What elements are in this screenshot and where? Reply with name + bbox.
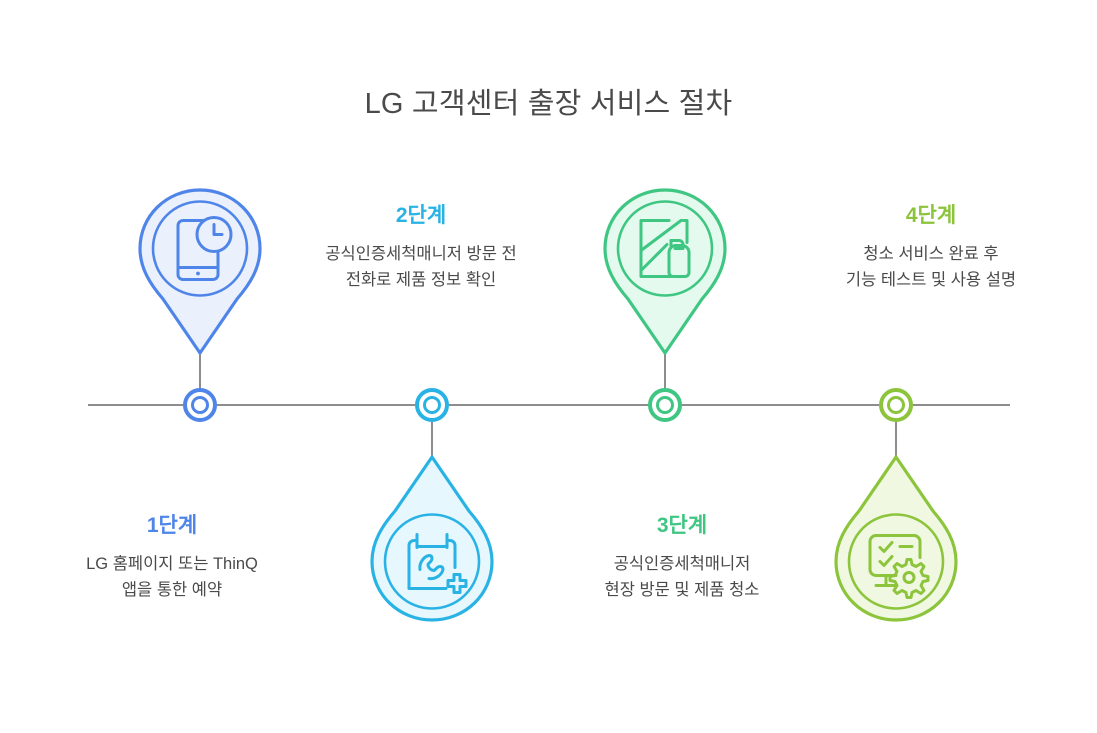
pin-inner-ring-4 <box>847 513 945 610</box>
step-text-2: 2단계 공식인증세척매니저 방문 전 전화로 제품 정보 확인 <box>291 203 551 293</box>
step-desc-line-2a: 공식인증세척매니저 방문 전 <box>325 245 517 264</box>
stem-step-1 <box>199 348 201 406</box>
pin-step-2 <box>367 449 497 625</box>
step-desc-line-4a: 청소 서비스 완료 후 <box>863 245 999 264</box>
timeline-node-inner-2 <box>423 396 441 414</box>
smartphone-clock-icon <box>176 216 233 281</box>
pin-inner-ring-1 <box>151 200 249 297</box>
pin-outline-4 <box>834 455 958 622</box>
step-label-2: 2단계 <box>395 204 447 227</box>
pin-inner-ring-3 <box>616 200 714 297</box>
step-description-1: LG 홈페이지 또는 ThinQ 앱을 통한 예약 <box>42 552 302 603</box>
step-text-3: 3단계 공식인증세척매니저 현장 방문 및 제품 청소 <box>552 513 812 603</box>
timeline-node-inner-1 <box>191 396 209 414</box>
step-desc-line-3b: 현장 방문 및 제품 청소 <box>604 580 760 599</box>
step-desc-line-2b: 전화로 제품 정보 확인 <box>345 270 497 289</box>
step-description-2: 공식인증세척매니저 방문 전 전화로 제품 정보 확인 <box>291 242 551 293</box>
step-desc-line-1a: LG 홈페이지 또는 ThinQ <box>86 555 258 574</box>
step-label-1: 1단계 <box>146 514 198 537</box>
window-spray-bottle-icon <box>639 219 691 278</box>
stem-step-2 <box>431 404 433 462</box>
step-text-1: 1단계 LG 홈페이지 또는 ThinQ 앱을 통한 예약 <box>42 513 302 603</box>
step-label-4: 4단계 <box>905 204 957 227</box>
pin-inner-ring-2 <box>383 513 481 610</box>
step-desc-line-1b: 앱을 통한 예약 <box>121 580 223 599</box>
step-desc-line-4b: 기능 테스트 및 사용 설명 <box>845 270 1017 289</box>
stem-step-4 <box>895 404 897 462</box>
pin-outline-3 <box>603 188 727 355</box>
step-label-3: 3단계 <box>656 514 708 537</box>
stem-step-3 <box>664 348 666 406</box>
page-title: LG 고객센터 출장 서비스 절차 <box>364 88 733 120</box>
timeline-node-inner-3 <box>656 396 674 414</box>
timeline-node-4[interactable] <box>879 388 913 422</box>
step-description-3: 공식인증세척매니저 현장 방문 및 제품 청소 <box>552 552 812 603</box>
step-desc-line-3a: 공식인증세척매니저 <box>613 555 751 574</box>
pin-step-1 <box>135 185 265 361</box>
timeline-axis <box>88 404 1010 406</box>
pin-step-3 <box>600 185 730 361</box>
timeline-node-inner-4 <box>887 396 905 414</box>
timeline-node-2[interactable] <box>415 388 449 422</box>
step-text-4: 4단계 청소 서비스 완료 후 기능 테스트 및 사용 설명 <box>801 203 1061 293</box>
checklist-gear-icon <box>868 534 930 599</box>
step-description-4: 청소 서비스 완료 후 기능 테스트 및 사용 설명 <box>801 242 1061 293</box>
calendar-phone-plus-icon <box>407 533 468 594</box>
timeline-node-3[interactable] <box>648 388 682 422</box>
pin-step-4 <box>831 449 961 625</box>
timeline-node-1[interactable] <box>183 388 217 422</box>
